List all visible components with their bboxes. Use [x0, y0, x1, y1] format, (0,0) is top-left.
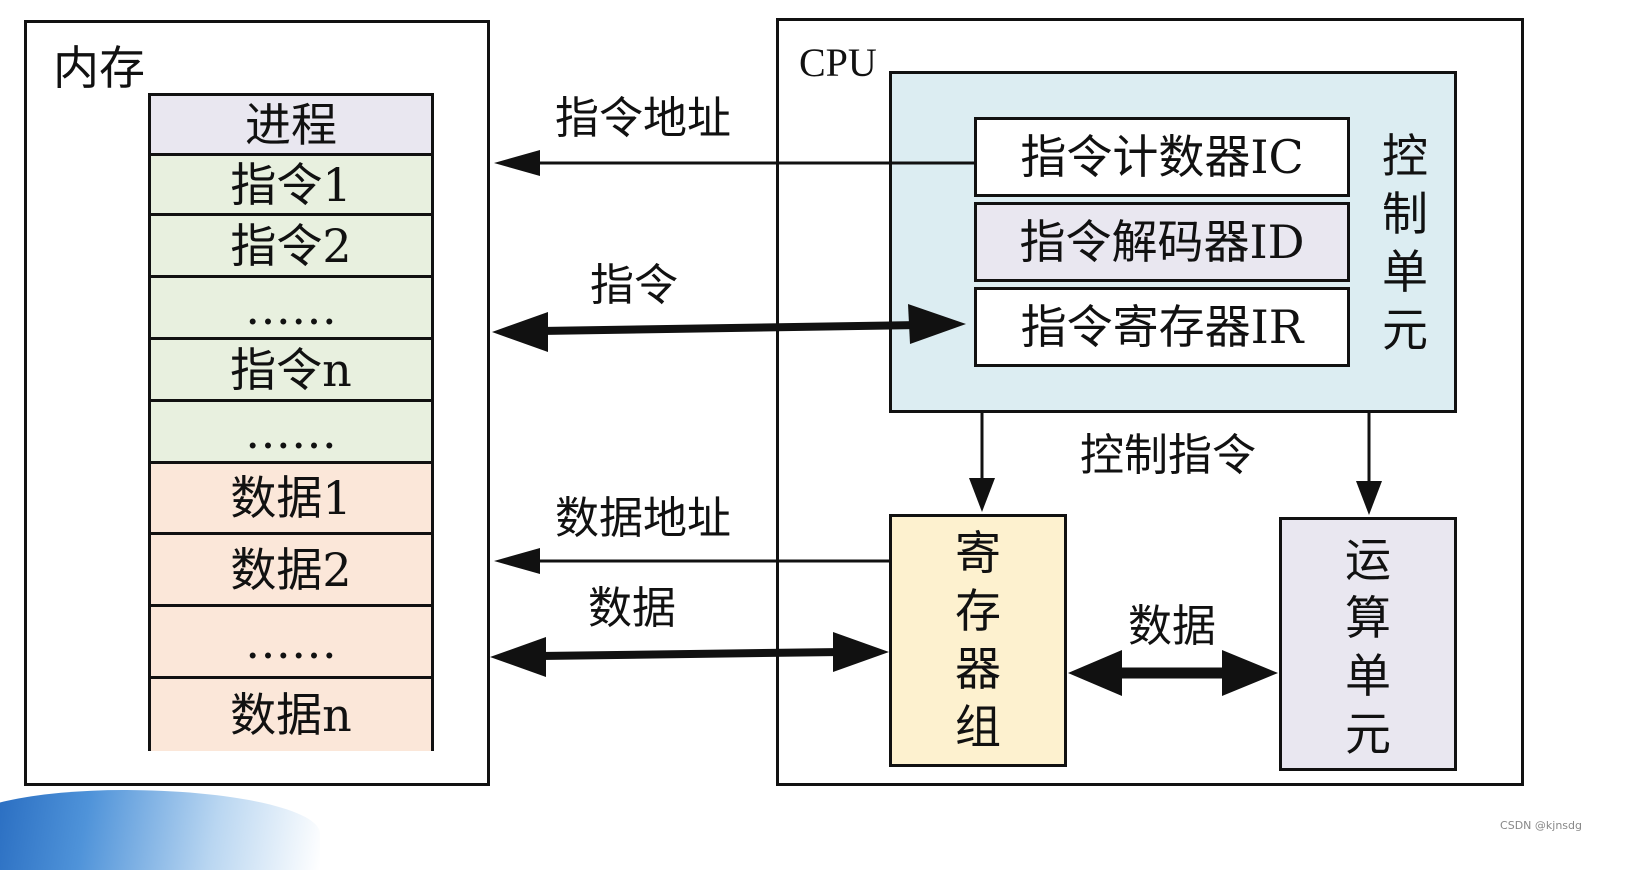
memory-cell-data-1: 数据1 — [151, 464, 431, 535]
instruction-counter-ic: 指令计数器IC — [974, 117, 1350, 197]
arrows-layer — [490, 150, 1382, 696]
memory-cell-instruction-1: 指令1 — [151, 156, 431, 216]
memory-block: 内存 — [24, 20, 490, 786]
memory-cell-data-n: 数据n — [151, 679, 431, 751]
data-label: 数据 — [588, 583, 676, 634]
data-address-label: 数据地址 — [555, 493, 731, 544]
register-group — [889, 514, 1067, 767]
memory-cell-ellipsis: …… — [151, 607, 431, 679]
instruction-label: 指令 — [590, 260, 678, 311]
memory-cell-ellipsis: …… — [151, 402, 431, 464]
instruction-decoder-id: 指令解码器ID — [974, 202, 1350, 282]
memory-cell-ellipsis: …… — [151, 278, 431, 340]
watermark: CSDN @kjnsdg — [1500, 819, 1582, 832]
memory-cell-process: 进程 — [151, 96, 431, 156]
memory-cell-instruction-n: 指令n — [151, 340, 431, 402]
register-group-label: 寄 存 器 组 — [955, 526, 1001, 754]
memory-title: 内存 — [53, 41, 145, 95]
data-internal-arrow — [1068, 650, 1278, 696]
data-arrow — [490, 632, 889, 677]
memory-cell-data-2: 数据2 — [151, 535, 431, 607]
cpu-block: CPU — [776, 18, 1524, 786]
control-instruction-arrow-right — [1356, 413, 1382, 515]
instruction-arrow — [492, 304, 966, 352]
instruction-address-arrow — [494, 150, 974, 176]
control-instruction-label: 控制指令 — [1080, 430, 1256, 481]
memory-stack: 进程 指令1 指令2 …… 指令n …… 数据1 数据2 …… 数据n — [148, 93, 434, 751]
control-instruction-arrow-left — [969, 413, 995, 512]
cpu-title: CPU — [799, 40, 877, 85]
alu-unit — [1279, 517, 1457, 771]
alu-label: 运 算 单 元 — [1345, 533, 1391, 761]
data-internal-label: 数据 — [1128, 601, 1216, 652]
data-address-arrow — [494, 548, 889, 574]
control-unit-label: 控 制 单 元 — [1382, 129, 1428, 357]
instruction-address-label: 指令地址 — [555, 93, 731, 144]
instruction-register-ir: 指令寄存器IR — [974, 287, 1350, 367]
memory-cell-instruction-2: 指令2 — [151, 216, 431, 278]
